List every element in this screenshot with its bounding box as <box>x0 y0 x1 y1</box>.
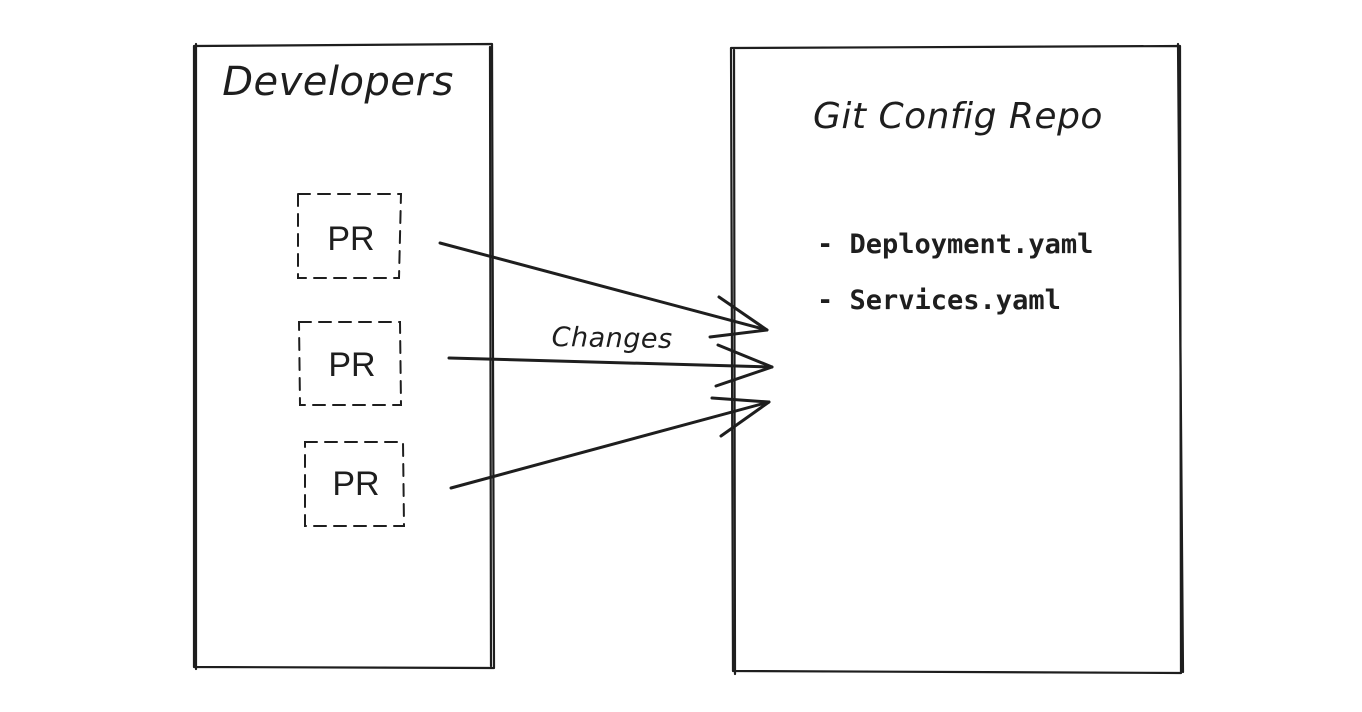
git-config-repo-title: Git Config Repo <box>813 96 1103 137</box>
pr-box: PR <box>304 441 406 527</box>
pr-label: PR <box>327 220 374 258</box>
change-arrow <box>449 396 771 490</box>
deployment-yaml-item: - Deployment.yaml <box>817 229 1093 260</box>
services-yaml-item: - Services.yaml <box>817 285 1061 316</box>
developers-title: Developers <box>222 59 454 105</box>
git-config-repo-box: Git Config Repo - Deployment.yaml - Serv… <box>729 42 1185 676</box>
changes-label: Changes <box>551 322 672 355</box>
pr-label: PR <box>328 346 375 384</box>
pr-box: PR <box>297 321 403 406</box>
pr-label: PR <box>332 465 379 503</box>
pr-box: PR <box>297 193 403 279</box>
developers-box: Developers <box>192 42 496 671</box>
